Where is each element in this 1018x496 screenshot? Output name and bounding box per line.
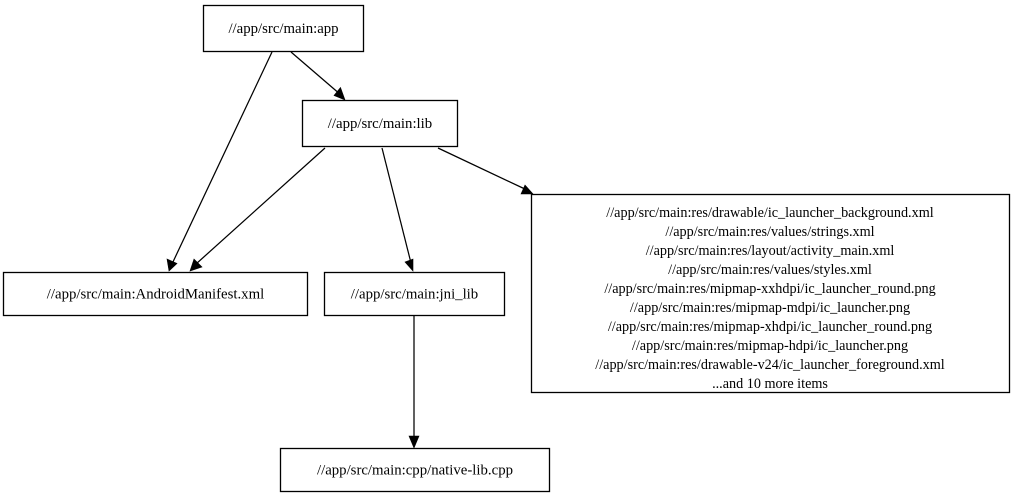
edge-app-to-manifest	[166, 51, 273, 272]
node-lib[interactable]: //app/src/main:lib	[301, 99, 459, 148]
edge-line	[290, 51, 342, 96]
arrowhead-icon	[520, 184, 534, 195]
edge-line	[381, 147, 412, 264]
arrowhead-icon	[166, 258, 178, 272]
arrowhead-icon	[333, 86, 346, 101]
node-resources-cluster[interactable]: //app/src/main:res/drawable/ic_launcher_…	[530, 193, 1011, 394]
resource-line: //app/src/main:res/mipmap-hdpi/ic_launch…	[632, 338, 908, 354]
node-box[interactable]	[2, 271, 309, 317]
edge-line	[195, 147, 326, 265]
node-label: //app/src/main:AndroidManifest.xml	[47, 286, 264, 302]
node-box[interactable]	[301, 99, 459, 148]
edge-lib-to-resources	[437, 147, 534, 195]
node-app[interactable]: //app/src/main:app	[202, 4, 365, 53]
node-jni-lib[interactable]: //app/src/main:jni_lib	[323, 271, 506, 317]
node-label: //app/src/main:cpp/native-lib.cpp	[317, 462, 513, 478]
edge-jni-lib-to-native-lib	[408, 315, 420, 449]
edge-lib-to-jni-lib	[381, 147, 414, 272]
resource-line: //app/src/main:res/drawable-v24/ic_launc…	[595, 357, 945, 373]
resource-line: //app/src/main:res/mipmap-mdpi/ic_launch…	[630, 300, 910, 316]
arrowhead-icon	[404, 258, 414, 272]
node-label: //app/src/main:app	[228, 21, 338, 37]
edge-line	[437, 147, 528, 191]
resource-line: //app/src/main:res/layout/activity_main.…	[646, 243, 895, 259]
node-box[interactable]	[323, 271, 506, 317]
arrowhead-icon	[408, 435, 420, 449]
resource-line: //app/src/main:res/mipmap-xxhdpi/ic_laun…	[604, 281, 935, 297]
node-android-manifest[interactable]: //app/src/main:AndroidManifest.xml	[2, 271, 309, 317]
node-label: //app/src/main:jni_lib	[351, 286, 478, 302]
resource-line: //app/src/main:res/mipmap-xhdpi/ic_launc…	[608, 319, 932, 335]
resource-line: //app/src/main:res/drawable/ic_launcher_…	[606, 205, 933, 221]
node-box[interactable]	[530, 193, 1011, 394]
resource-line: //app/src/main:res/values/strings.xml	[665, 224, 874, 240]
resource-line: //app/src/main:res/values/styles.xml	[668, 262, 872, 278]
resource-overflow-note: ...and 10 more items	[712, 376, 828, 392]
node-native-lib-cpp[interactable]: //app/src/main:cpp/native-lib.cpp	[279, 447, 551, 493]
edge-lib-to-manifest	[189, 147, 326, 272]
node-label: //app/src/main:lib	[328, 116, 432, 132]
node-box[interactable]	[202, 4, 365, 53]
node-box[interactable]	[279, 447, 551, 493]
arrowhead-icon	[189, 258, 203, 272]
edge-line	[171, 51, 273, 265]
edge-app-to-lib	[290, 51, 346, 101]
